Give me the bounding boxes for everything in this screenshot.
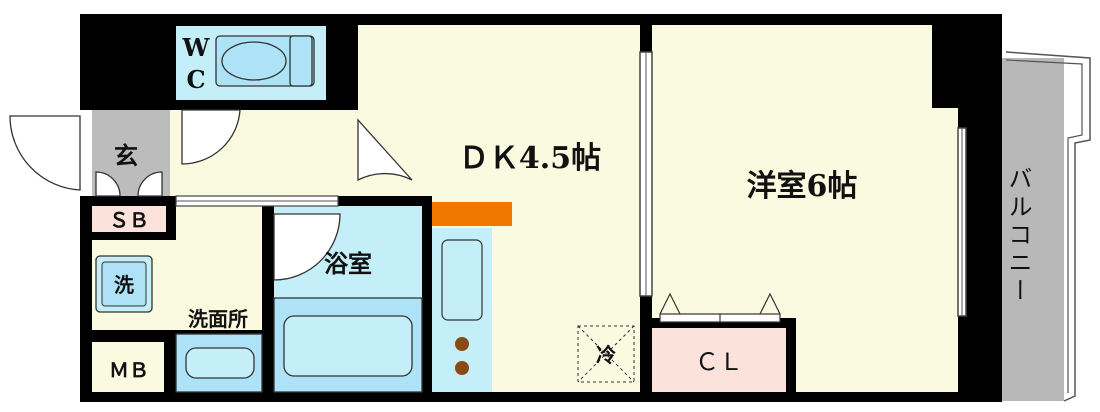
closet-floor — [652, 328, 786, 392]
stove-burner-bottom — [455, 361, 469, 375]
balcony-label: バルコニー — [1004, 166, 1032, 306]
wall-wc-bottom — [170, 100, 358, 110]
meter-box-label: ＭＢ — [109, 358, 149, 382]
wall-sb-right — [166, 196, 176, 236]
balcony-railing — [1005, 51, 1091, 402]
fridge-space — [577, 325, 635, 383]
shoe-box-door-right — [137, 171, 163, 197]
fridge-label: 冷 — [596, 343, 616, 367]
washer-label: 洗 — [114, 273, 134, 297]
western-room-floor — [652, 25, 958, 392]
shoe-box-door-left — [95, 171, 121, 197]
entrance-label: 玄 — [114, 141, 138, 170]
toilet — [215, 35, 315, 87]
wall-wash-bath — [262, 206, 274, 392]
shoe-box-area-top — [92, 206, 166, 232]
stove-burner-top — [455, 337, 469, 351]
stove-top — [432, 202, 512, 226]
western-room-label: 洋室6帖 — [747, 169, 858, 204]
balcony-railing-inner — [1005, 59, 1083, 393]
wall-closet-right — [786, 318, 796, 392]
kitchen-sink — [441, 239, 483, 321]
fixtures — [95, 35, 781, 393]
washbasin — [175, 333, 263, 393]
wall-closet-top — [652, 318, 796, 328]
room-labels: W C 玄 ＳＢ ＤＫ4.5帖 洋室6帖 浴室 洗面所 洗 ＭＢ ＣＬ 冷 バル… — [109, 33, 1032, 382]
dk-door — [357, 118, 413, 182]
closet-doors — [659, 292, 781, 323]
bathroom-label: 浴室 — [324, 249, 372, 278]
bath-door — [273, 213, 341, 281]
washroom-label: 洗面所 — [188, 307, 248, 331]
door-swings — [9, 109, 413, 281]
washing-machine — [95, 255, 153, 313]
dining-kitchen-label: ＤＫ4.5帖 — [459, 141, 601, 176]
shoe-box-label: ＳＢ — [109, 208, 149, 232]
wc-door — [181, 109, 241, 165]
wc-label-w: W — [182, 33, 211, 62]
wall-mb-right — [164, 342, 176, 392]
bathtub — [273, 297, 423, 393]
wall-entrance-left — [80, 110, 92, 196]
wall-wash-top — [92, 232, 176, 240]
wc-label-c: C — [186, 65, 205, 94]
meter-box-area — [92, 342, 164, 392]
wall-western-corner — [932, 25, 958, 108]
wall-bath-kitchen — [422, 196, 432, 392]
openings — [175, 51, 967, 317]
closet-label: ＣＬ — [695, 348, 743, 376]
entrance-door — [9, 115, 81, 191]
wall-wc-right — [326, 25, 358, 110]
